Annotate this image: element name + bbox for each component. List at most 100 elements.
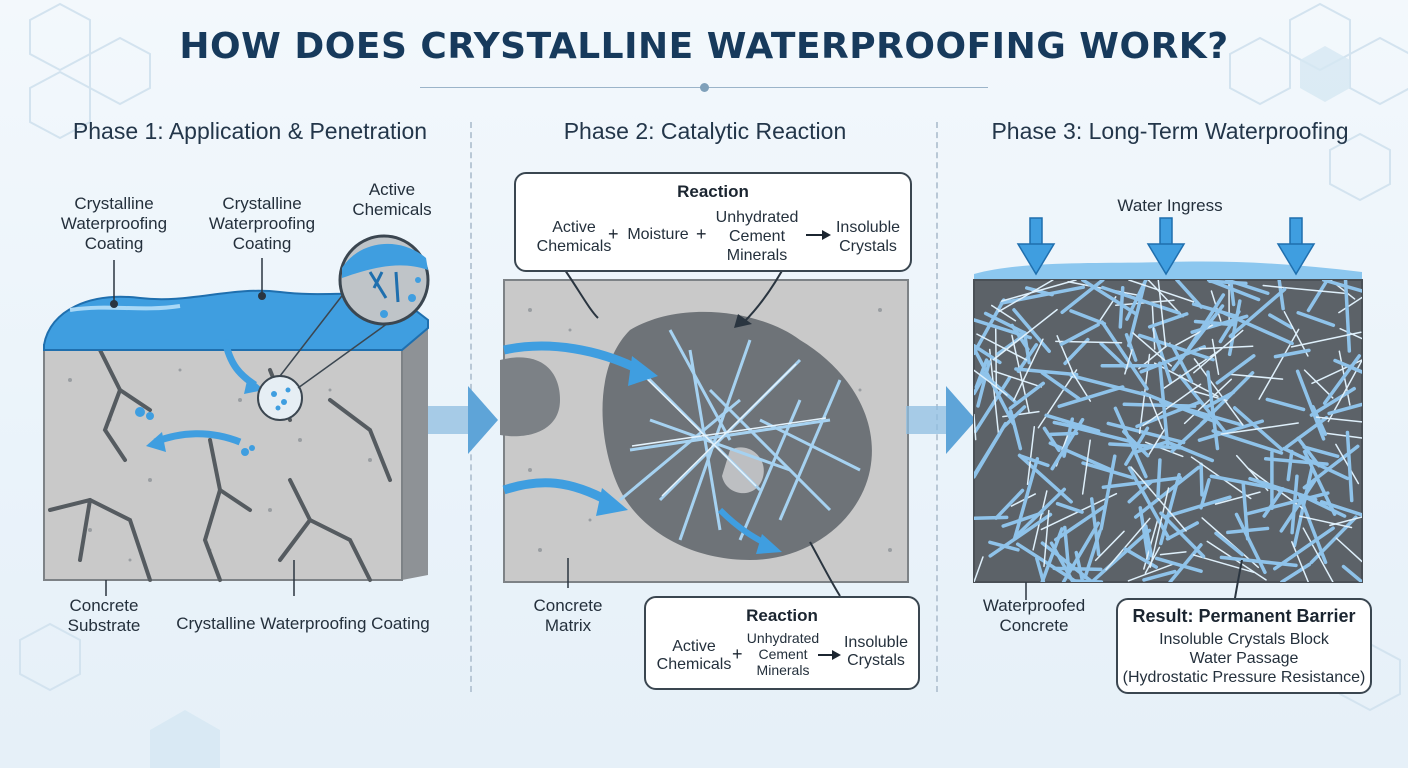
crystal-needle [1050,417,1085,471]
crystal-needle [976,360,991,408]
crystal-needle [1148,427,1166,456]
crystal-needle [1069,373,1152,398]
label-coating-bottom: Crystalline Waterproofing Coating [176,614,430,633]
crystal-needle [1227,299,1242,357]
crystal-needle [1014,367,1079,377]
crystal-needle [1335,537,1362,563]
crystal-needle [1043,509,1050,568]
crystal-needle [1127,562,1177,582]
crystal-needle [1307,497,1347,518]
crystal-needle [1227,373,1284,380]
crystal-needle [1157,280,1167,348]
crystal-needle [983,311,1028,336]
reaction-bottom-yields-arrow [818,650,841,660]
crystal-needle [974,370,988,396]
crystal-needle [1159,472,1181,546]
crystal-needle [1010,323,1030,352]
reaction-top-term-3: Unhydrated Cement Minerals [715,209,799,264]
crystal-needle [1127,466,1171,541]
crystal-needle [1246,491,1330,516]
crystal-needle [1016,343,1039,373]
concrete-cracks [48,348,392,582]
crystal-needle [991,304,1017,322]
crystal-needle [1080,280,1138,316]
reaction-callout-bottom: Reaction Active Chemicals + Unhydrated C… [644,596,920,690]
phase-arrow-1 [428,386,498,454]
crystal-needle [1014,487,1067,538]
crystal-needle [1309,386,1356,417]
crystal-needle [1335,443,1360,485]
reaction-bottom-term-2: Unhydrated Cement Minerals [746,630,820,678]
crystal-needle [1130,466,1187,532]
crystal-needle [974,515,1009,520]
crystal-needle [1286,449,1294,482]
phase-2-illustration [500,279,909,588]
crystal-needle [1013,338,1044,401]
phase-2-heading: Phase 2: Catalytic Reaction [563,118,847,144]
crystal-needle [993,370,1043,388]
crystal-needle [1099,341,1129,370]
crystal-needle [1315,416,1362,423]
crystal-needle [1211,338,1220,376]
crystal-needle [1162,348,1222,390]
crystal-needle [1302,527,1334,582]
crystal-needle [1008,381,1046,410]
phase-1-heading: Phase 1: Application & Penetration [72,118,428,144]
crystal-needle [1100,285,1181,315]
crystal-needle [1193,358,1244,426]
crystal-needle [999,285,1085,305]
crystal-needle [1265,397,1306,412]
crystal-needle [1178,374,1227,434]
crystal-needle [1060,280,1105,315]
crystal-needle [1214,491,1261,505]
crystal-needle [1296,311,1336,328]
crystal-needle [1040,527,1064,582]
crystal-needle [1142,383,1202,427]
crystal-needle [976,333,1028,361]
crystal-needle [1282,446,1350,481]
crystal-network [974,280,1362,582]
crystal-needle [1168,543,1203,582]
crystal-needle [1162,495,1232,519]
crystal-needle [1241,481,1250,541]
title-ornament [700,83,709,92]
crystal-needle [1151,327,1173,384]
crystal-needle [1343,280,1352,353]
crystal-needle [1156,458,1162,498]
crystal-needle [1040,371,1081,401]
crystal-needle [1010,493,1037,507]
crystal-needle [1279,478,1317,533]
reaction-top-plus-1: + [608,224,619,244]
crystal-needle [1017,453,1073,504]
crystal-needle [1139,345,1207,374]
phase-1-illustration [43,234,430,596]
crystal-needle [998,280,1054,313]
crystal-needle [1302,445,1340,459]
crystal-needle [1137,333,1215,362]
crystal-needle [1159,551,1187,556]
crystal-needle [1306,280,1330,313]
crystal-needle [1000,280,1077,302]
crystal-needle [974,556,984,582]
crystal-needle [1296,436,1321,468]
crystal-needle [1048,441,1114,473]
reaction-zone [602,311,872,560]
crystal-needle [1100,320,1149,391]
crystal-needle [1149,487,1170,568]
crystal-needle [1321,431,1362,439]
crystal-needle [988,512,1053,558]
crystal-needle [1037,369,1078,429]
crystal-needle [1012,457,1040,541]
crystal-needle [1099,454,1117,531]
crystal-needle [1333,358,1362,374]
result-description: Insoluble Crystals Block Water Passage (… [1122,631,1366,686]
crystal-needle [1206,280,1261,302]
crystal-needle [1061,521,1101,582]
crystal-needle [1321,280,1362,293]
crystal-needle [1122,402,1197,408]
crystal-needle [1101,476,1182,490]
crystal-needle [1345,430,1354,503]
crystal-needle [1073,579,1104,582]
crystal-needle [974,298,1006,355]
reaction-top-term-2: Moisture [627,226,689,243]
